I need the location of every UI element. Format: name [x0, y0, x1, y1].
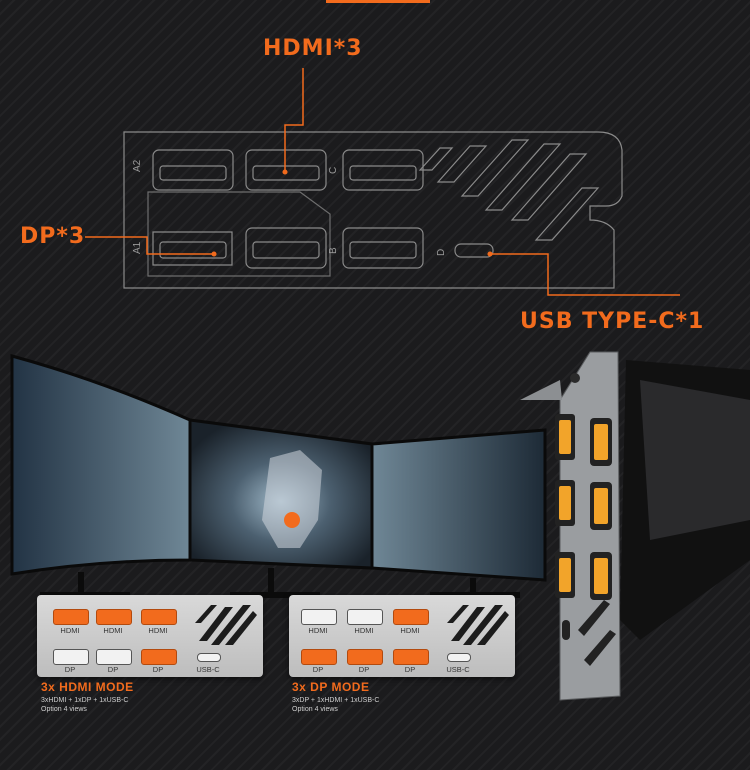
port-label: DP — [64, 665, 76, 674]
port-label: DP — [152, 665, 164, 674]
mode-views-hdmi: Option 4 views — [41, 706, 87, 713]
mode-title-dp: 3x DP MODE — [292, 680, 370, 694]
top-accent-bar — [326, 0, 430, 3]
label-b: B — [328, 247, 339, 254]
hdmi-port-middle — [245, 149, 327, 191]
usbc-port — [454, 243, 494, 258]
card-port — [393, 609, 429, 625]
port-label: DP — [404, 665, 416, 674]
dp-port-a1 — [152, 231, 233, 266]
card-port — [96, 649, 132, 665]
port-label: USB-C — [196, 665, 220, 674]
bracket-outline — [123, 131, 623, 289]
port-label: HDMI — [60, 626, 80, 635]
dp-callout: DP*3 — [20, 224, 86, 249]
usbc-callout: USB TYPE-C*1 — [520, 309, 705, 334]
card-port — [347, 649, 383, 665]
port-label: USB-C — [446, 665, 470, 674]
mode-card-dp: HDMI HDMI HDMI DP DP DP USB-C — [289, 595, 515, 677]
port-label: HDMI — [354, 626, 374, 635]
mode-desc-dp: 3xDP + 1xHDMI + 1xUSB-C — [292, 697, 380, 704]
usbc-leader — [490, 253, 680, 296]
hdmi-leader — [284, 68, 304, 172]
card-port — [141, 609, 177, 625]
dp-leader — [85, 236, 214, 255]
port-label: DP — [358, 665, 370, 674]
label-d: D — [436, 249, 447, 256]
card-port — [141, 649, 177, 665]
hdmi-callout: HDMI*3 — [263, 36, 363, 61]
port-label: HDMI — [148, 626, 168, 635]
mode-desc-hdmi: 3xHDMI + 1xDP + 1xUSB-C — [41, 697, 129, 704]
monitor-setup — [10, 354, 547, 598]
port-label: HDMI — [308, 626, 328, 635]
port-label: HDMI — [400, 626, 420, 635]
hdmi-port-a2 — [152, 149, 234, 191]
card-port — [53, 649, 89, 665]
card-port — [53, 609, 89, 625]
card-port — [347, 609, 383, 625]
gpu-bracket-photo — [520, 351, 750, 701]
label-a1: A1 — [132, 241, 143, 254]
vent-graphic — [447, 605, 509, 645]
port-label: DP — [107, 665, 119, 674]
dp-port-middle — [245, 227, 327, 269]
vent-graphic — [195, 605, 257, 645]
card-port — [301, 649, 337, 665]
mode-card-hdmi: HDMI HDMI HDMI DP DP DP USB-C — [37, 595, 263, 677]
label-c: C — [328, 167, 339, 174]
card-port — [197, 653, 221, 662]
card-port — [301, 609, 337, 625]
mode-title-hdmi: 3x HDMI MODE — [41, 680, 134, 694]
card-port — [393, 649, 429, 665]
mode-views-dp: Option 4 views — [292, 706, 338, 713]
left-monitor — [10, 354, 192, 576]
port-label: DP — [312, 665, 324, 674]
right-monitor — [370, 428, 547, 582]
card-port — [447, 653, 471, 662]
port-label: HDMI — [103, 626, 123, 635]
card-port — [96, 609, 132, 625]
dp-port-b — [342, 227, 424, 269]
hdmi-port-c — [342, 149, 424, 191]
label-a2: A2 — [132, 159, 143, 172]
